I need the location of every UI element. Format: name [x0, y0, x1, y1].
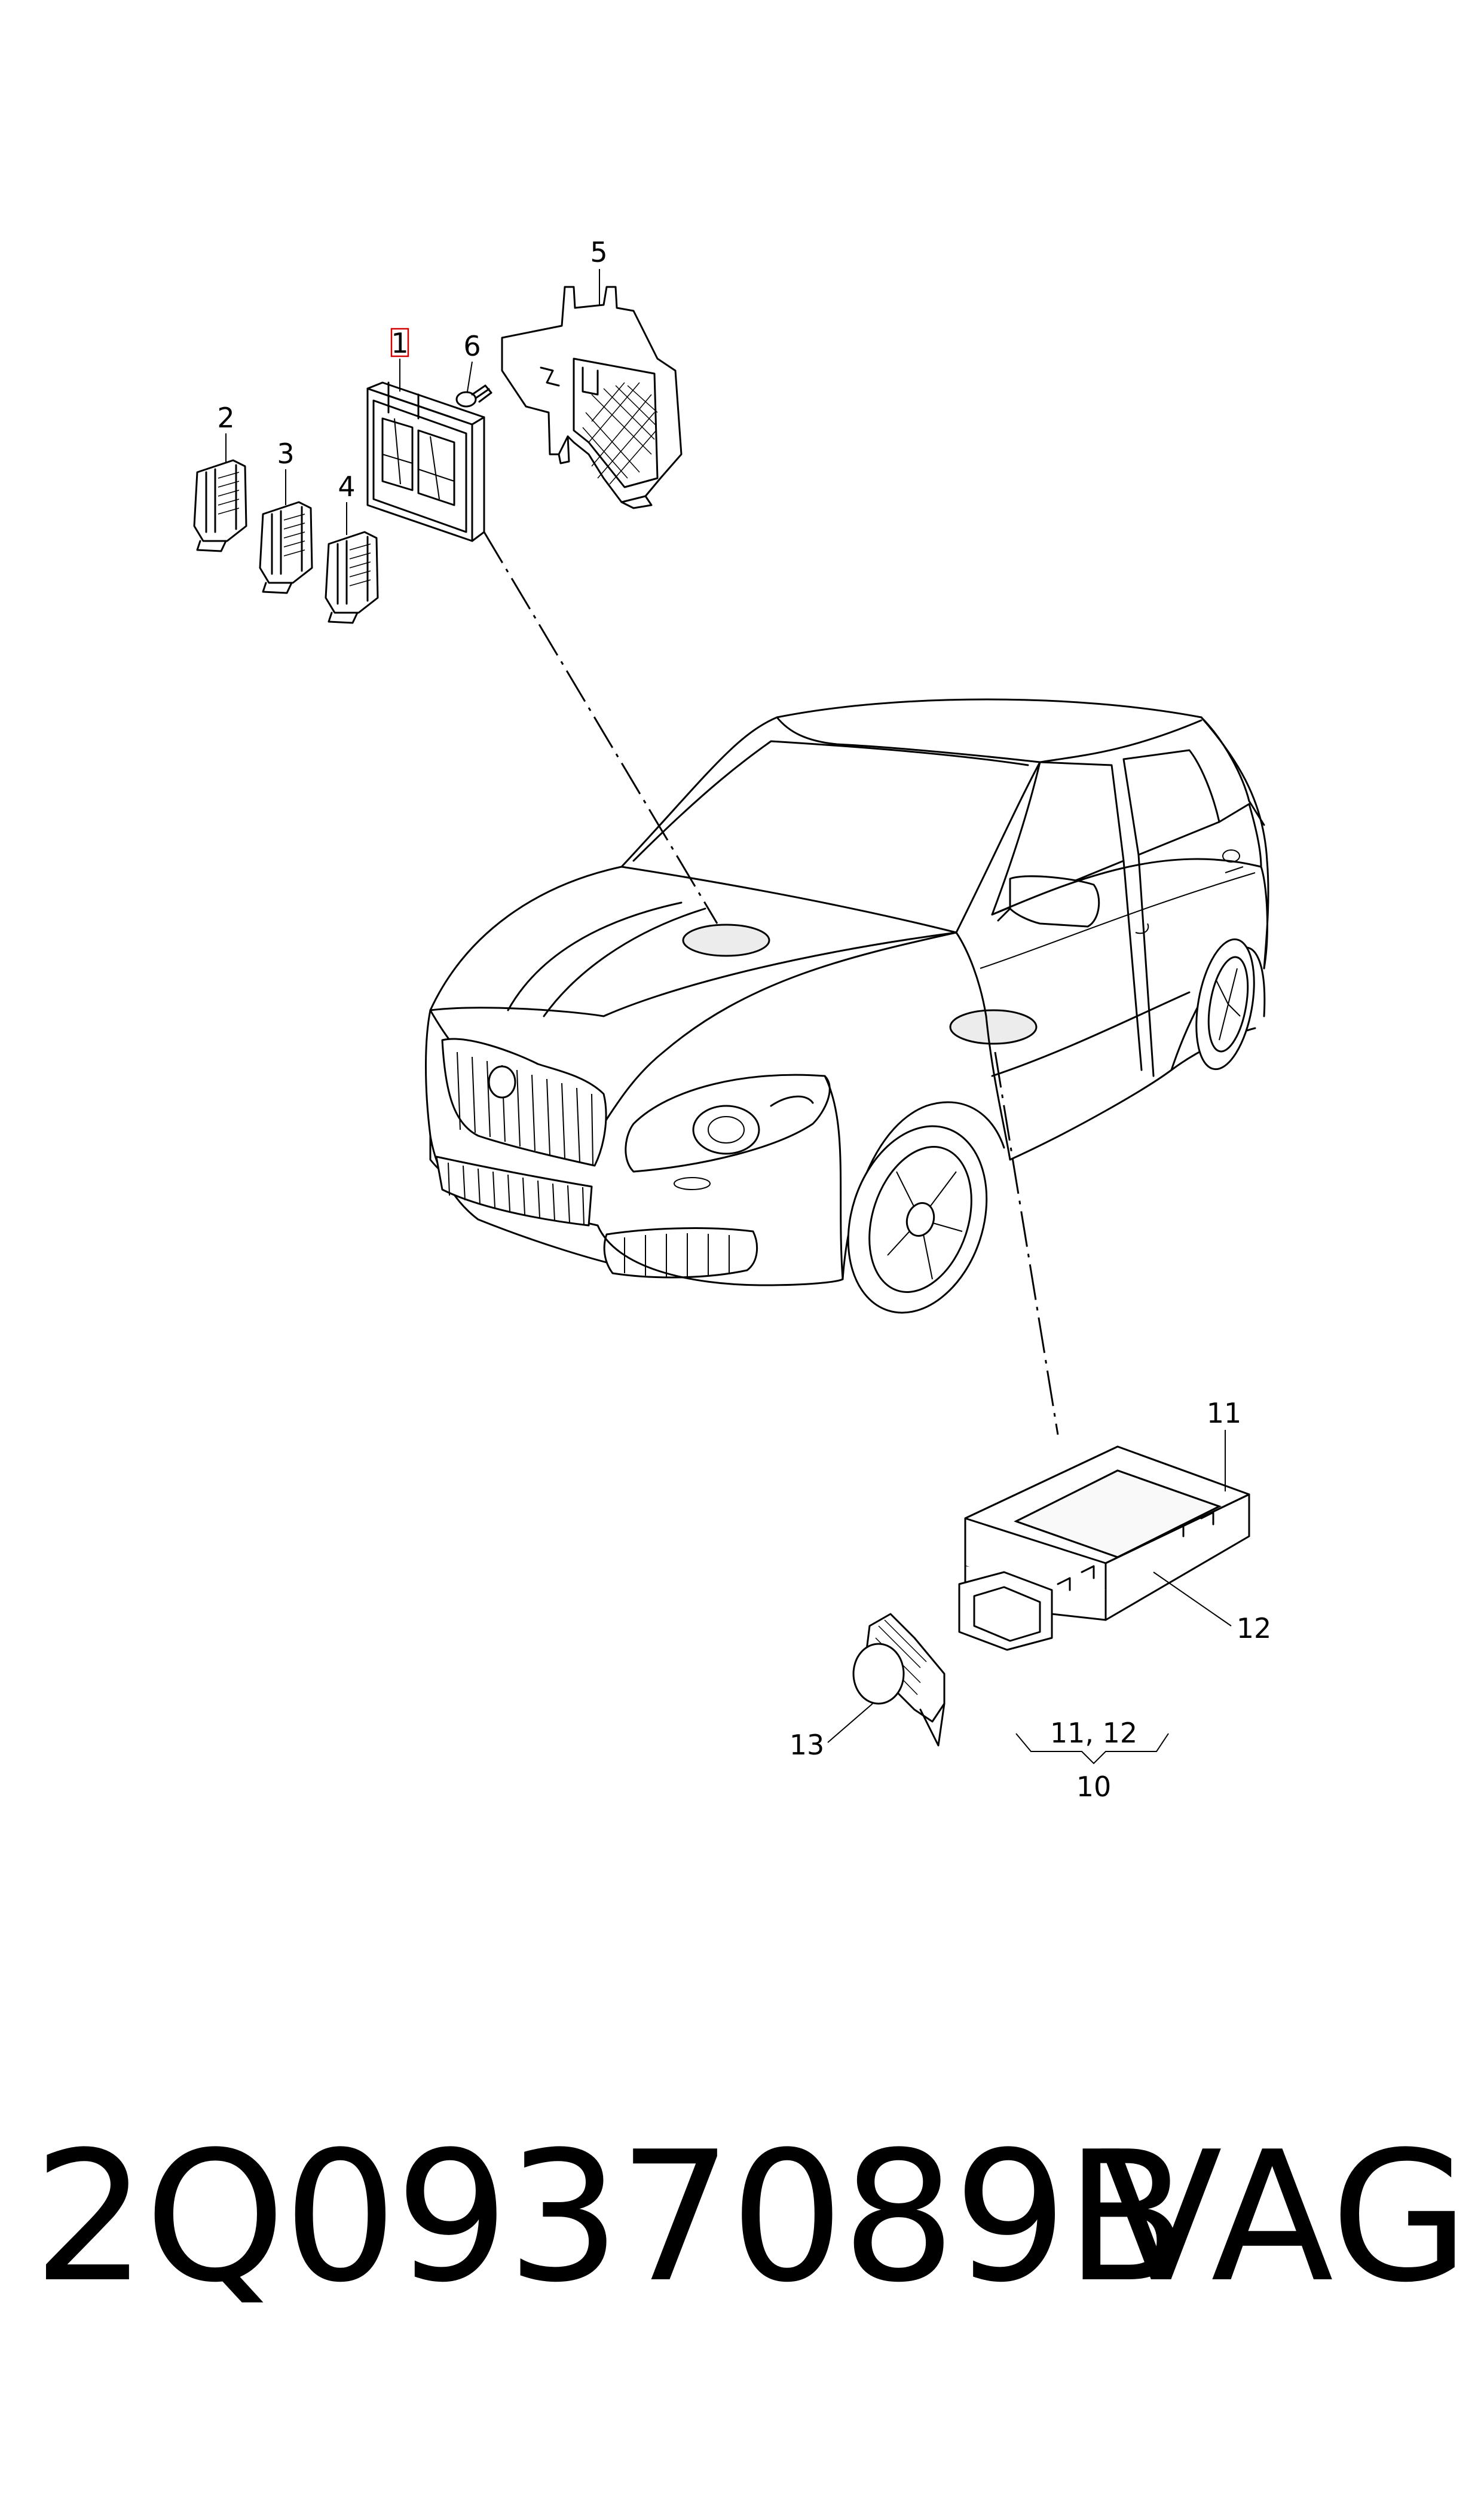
group-callout-10: 11, 12 10 — [1015, 1717, 1169, 1803]
screw-6 — [455, 384, 492, 408]
callout-13: 13 — [790, 1729, 825, 1761]
callout-1: 1 — [391, 327, 408, 359]
callout-13-group: 13 — [790, 1703, 873, 1761]
connector-2 — [193, 459, 247, 552]
location-marker-front — [682, 924, 770, 957]
callout-1-highlight — [390, 328, 409, 357]
callouts-module: 11 12 — [1153, 1397, 1271, 1644]
leader-unit-1 — [483, 531, 718, 924]
callout-12: 12 — [1237, 1612, 1272, 1644]
callout-11-12: 11, 12 — [1050, 1717, 1137, 1749]
callout-3: 3 — [277, 438, 294, 470]
connector-3 — [259, 501, 313, 594]
callout-6: 6 — [463, 330, 481, 362]
leader-module-11 — [994, 1051, 1059, 1435]
brand-name: VAG — [1100, 2113, 1470, 2322]
connector-4 — [325, 531, 379, 624]
callout-5: 5 — [590, 236, 607, 268]
location-marker-side — [949, 1009, 1038, 1045]
car-illustration — [425, 698, 1269, 1314]
part-number: 2Q0937089B — [33, 2113, 1188, 2322]
control-unit-1 — [366, 381, 485, 542]
clip-13 — [852, 1613, 946, 1747]
car-logo — [488, 1065, 516, 1099]
callout-4: 4 — [338, 470, 355, 503]
control-module-11 — [958, 1445, 1250, 1651]
callouts-top: 5 1 6 2 3 4 — [217, 236, 608, 535]
bracket-5 — [501, 286, 683, 509]
callout-2: 2 — [217, 402, 234, 434]
callout-10: 10 — [1076, 1771, 1112, 1803]
callout-11: 11 — [1207, 1397, 1242, 1429]
